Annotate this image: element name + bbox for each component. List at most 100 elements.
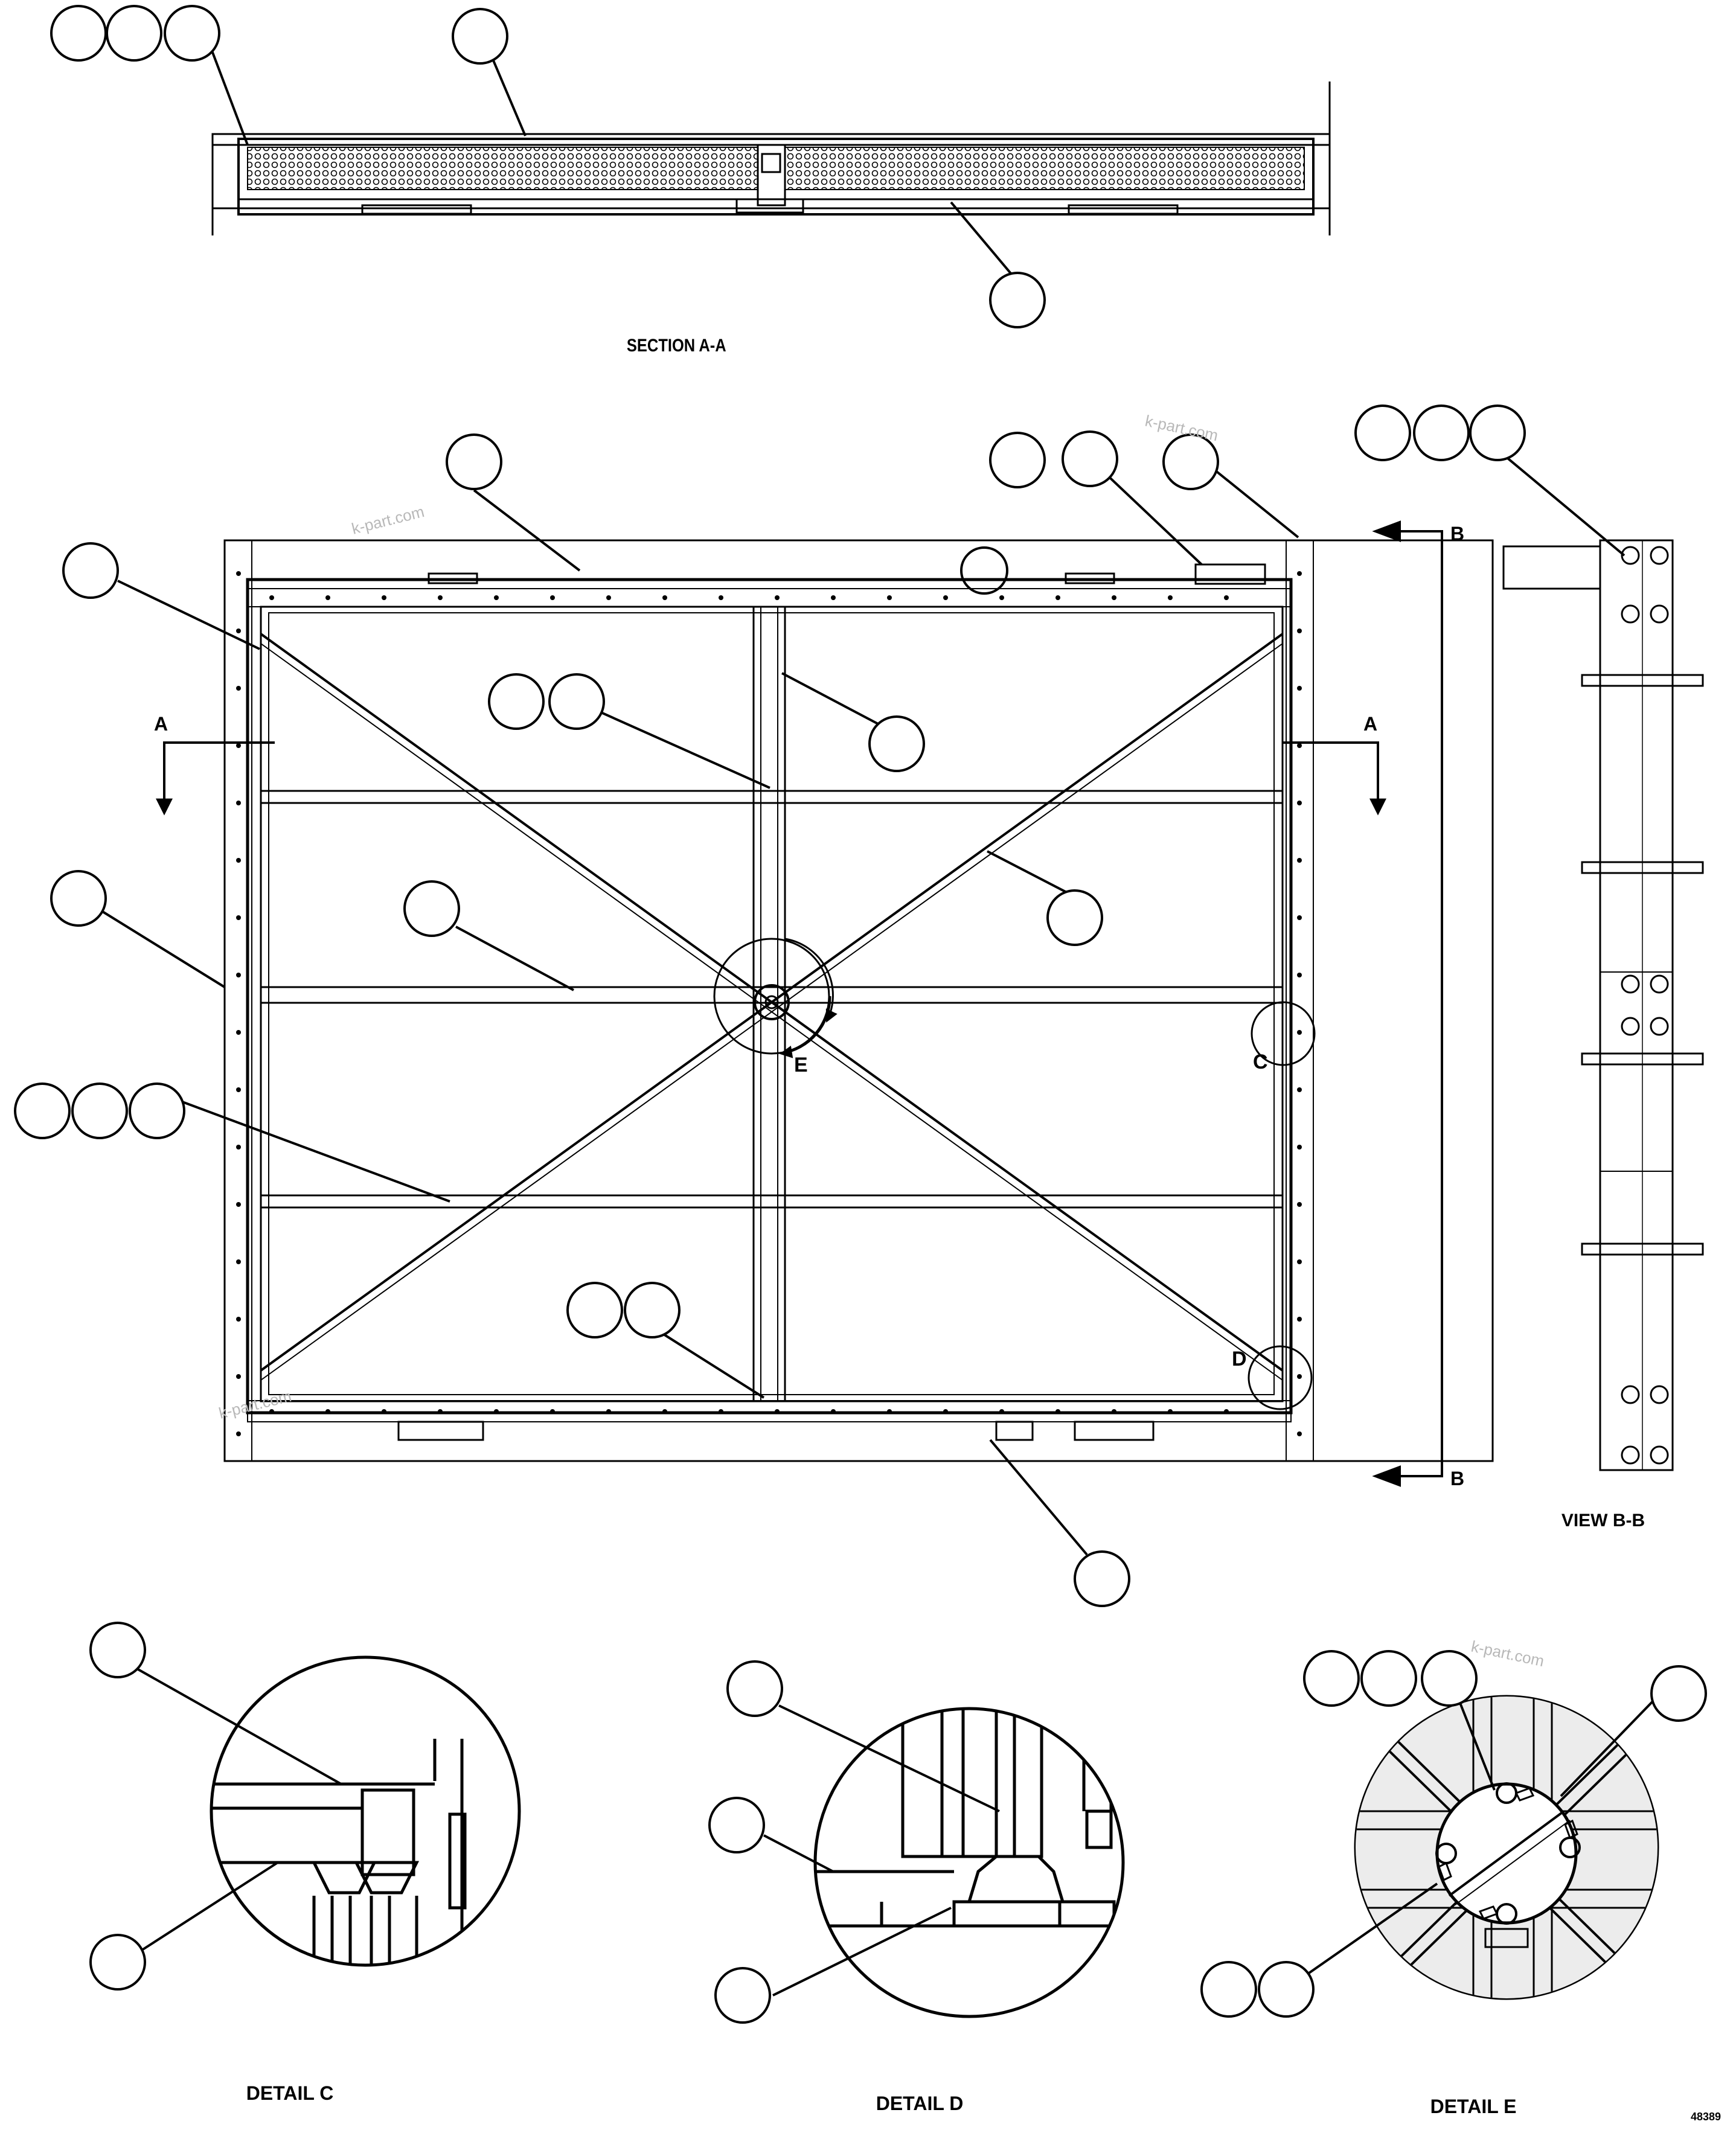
bolt-icon — [494, 595, 499, 600]
callout-balloon — [1650, 1665, 1707, 1722]
section-arrow-a-right-label: A — [1363, 713, 1377, 735]
bolt-icon — [236, 571, 241, 576]
bolt-icon — [1297, 1317, 1302, 1322]
callout-balloon — [1303, 1650, 1360, 1707]
bolt-icon — [1224, 1409, 1229, 1414]
callout-balloon — [89, 1622, 146, 1678]
callout-balloon — [1162, 433, 1219, 490]
bolt-icon — [236, 1431, 241, 1436]
bolt-icon — [1112, 595, 1116, 600]
callout-balloon — [624, 1282, 681, 1338]
bolt-icon — [236, 801, 241, 805]
bolt-icon — [1650, 1385, 1669, 1404]
callout-balloon — [62, 542, 119, 599]
callout-balloon — [1421, 1650, 1478, 1707]
bolt-icon — [943, 595, 948, 600]
bolt-icon — [1650, 1017, 1669, 1036]
bolt-icon — [1297, 915, 1302, 920]
bolt-icon — [1055, 1409, 1060, 1414]
section-aa-title: SECTION A-A — [627, 335, 726, 355]
detail-d — [813, 1707, 1125, 2018]
bolt-icon — [382, 1409, 386, 1414]
bolt-icon — [999, 1409, 1004, 1414]
callout-balloons — [14, 5, 1707, 2024]
callout-balloon — [548, 673, 605, 730]
callout-balloon — [106, 5, 162, 62]
callout-balloon — [1258, 1961, 1315, 2018]
detail-d-callout: D — [1232, 1348, 1247, 1370]
bolt-icon — [1621, 546, 1640, 565]
frame-bolts — [236, 571, 1302, 1436]
bolt-icon — [236, 1202, 241, 1207]
bolt-icon — [1112, 1409, 1116, 1414]
detail-e-title: DETAIL E — [1430, 2096, 1517, 2117]
bolt-icon — [236, 628, 241, 633]
bolt-icon — [325, 1409, 330, 1414]
bolt-icon — [236, 858, 241, 863]
bolt-icon — [1621, 974, 1640, 994]
callout-balloon — [1360, 1650, 1417, 1707]
bolt-icon — [1297, 1374, 1302, 1379]
callout-balloon — [726, 1660, 783, 1717]
bolt-icon — [775, 1409, 780, 1414]
main-front-view — [223, 539, 1494, 1462]
section-arrow-b-top-label: B — [1450, 523, 1464, 545]
bolt-icon — [1297, 858, 1302, 863]
callout-balloon — [129, 1082, 185, 1139]
bolt-icon — [887, 1409, 892, 1414]
bolt-icon — [1297, 571, 1302, 576]
bolt-icon — [236, 973, 241, 977]
bolt-icon — [1055, 595, 1060, 600]
bolt-icon — [1297, 628, 1302, 633]
bolt-icon — [438, 595, 443, 600]
view-bb-bolts — [1621, 546, 1669, 1465]
bolt-icon — [494, 1409, 499, 1414]
detail-d-title: DETAIL D — [876, 2093, 964, 2114]
bolt-icon — [236, 686, 241, 691]
bolt-icon — [1297, 973, 1302, 977]
callout-balloon — [488, 673, 545, 730]
callout-balloon — [452, 8, 508, 65]
bolt-icon — [1224, 595, 1229, 600]
callout-balloon — [50, 5, 107, 62]
bolt-icon — [1297, 801, 1302, 805]
bolt-icon — [606, 1409, 611, 1414]
bolt-icon — [1297, 1259, 1302, 1264]
bolt-icon — [1297, 1431, 1302, 1436]
callout-balloon — [989, 272, 1046, 328]
bolt-icon — [1650, 604, 1669, 624]
bolt-icon — [943, 1409, 948, 1414]
bolt-icon — [999, 595, 1004, 600]
callout-balloon — [708, 1797, 765, 1853]
bolt-icon — [550, 1409, 555, 1414]
callout-balloon — [1062, 430, 1118, 487]
bolt-icon — [1168, 1409, 1173, 1414]
bolt-icon — [236, 1087, 241, 1092]
bolt-icon — [1297, 1030, 1302, 1035]
section-arrows — [156, 520, 1443, 1487]
bolt-icon — [1650, 546, 1669, 565]
bolt-icon — [236, 1374, 241, 1379]
drawing-number: 48389 — [1691, 2111, 1721, 2123]
bolt-icon — [775, 595, 780, 600]
detail-c — [210, 1655, 521, 1967]
detail-c-title: DETAIL C — [246, 2082, 334, 2104]
callout-balloon — [989, 432, 1046, 488]
bolt-icon — [719, 595, 723, 600]
section-aa-view — [211, 82, 1331, 235]
detail-c-callout: C — [1253, 1051, 1268, 1073]
bolt-icon — [662, 1409, 667, 1414]
bolt-icon — [236, 915, 241, 920]
watermark: k-part.com — [1470, 1637, 1546, 1671]
bolt-icon — [236, 743, 241, 748]
bolt-icon — [550, 595, 555, 600]
callout-balloon — [1074, 1550, 1130, 1607]
view-bb — [1502, 539, 1704, 1471]
bolt-icon — [1650, 974, 1669, 994]
bolt-icon — [1297, 686, 1302, 691]
bolt-icon — [831, 595, 836, 600]
bolt-icon — [236, 1145, 241, 1150]
callout-balloon — [1413, 405, 1470, 461]
bolt-icon — [887, 595, 892, 600]
